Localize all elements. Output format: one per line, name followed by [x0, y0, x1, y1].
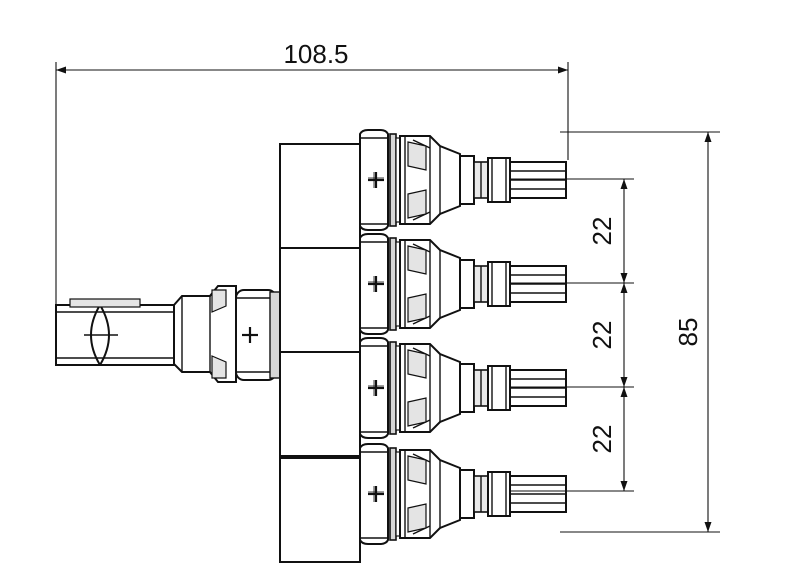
overall-length-label: 108.5 [283, 39, 348, 69]
branch-4 [278, 442, 568, 564]
inlet-cable [55, 298, 175, 366]
pitch-label-2: 22 [587, 321, 617, 350]
overall-height-label: 85 [673, 318, 703, 347]
dimension-overall-height: 85 [560, 131, 720, 533]
pitch-label-3: 22 [587, 425, 617, 454]
branch-3 [278, 336, 568, 458]
inlet-nut [173, 285, 281, 383]
dimension-overall-length: 108.5 [55, 39, 569, 306]
pitch-label-1: 22 [587, 217, 617, 246]
connector-body [55, 128, 568, 564]
dimension-pitch: 22 22 22 [510, 178, 634, 492]
branch-1 [278, 128, 568, 250]
branch-2 [278, 232, 568, 354]
